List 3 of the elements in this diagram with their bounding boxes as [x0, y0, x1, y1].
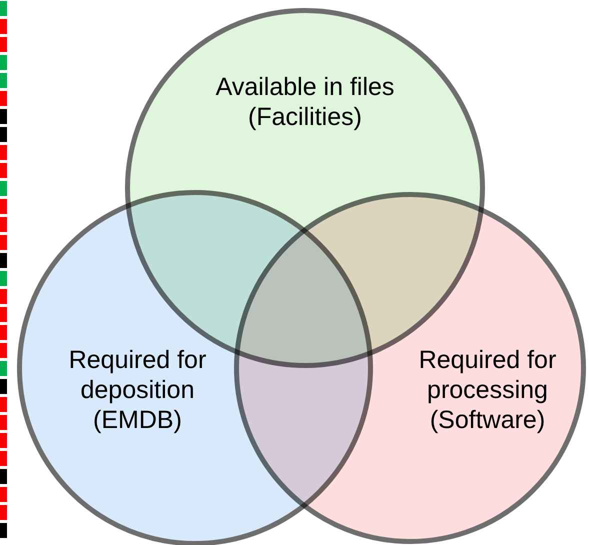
set-label: Available in files (Facilities): [214, 72, 396, 132]
set-label: Required for deposition (EMDB): [68, 345, 208, 435]
set-label: Required for processing (Software): [418, 345, 558, 435]
